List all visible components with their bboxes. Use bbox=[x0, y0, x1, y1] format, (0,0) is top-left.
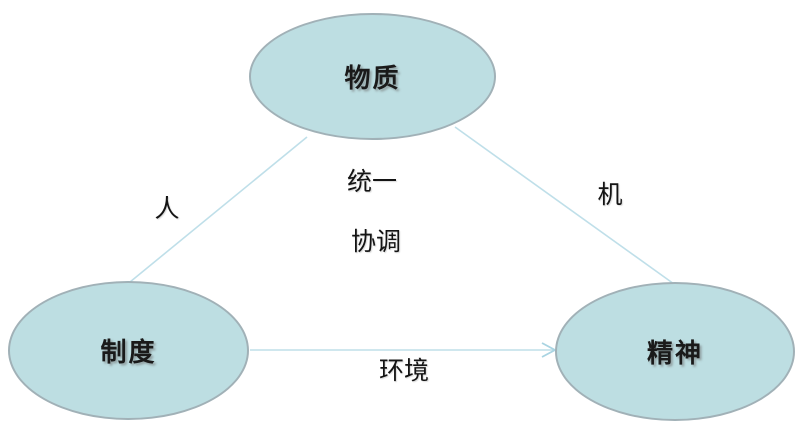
edge-label-machine: 机 bbox=[597, 182, 623, 209]
node-material: 物质 bbox=[249, 13, 496, 140]
center-label-unify: 统一 bbox=[346, 169, 398, 196]
edge-label-person: 人 bbox=[154, 196, 180, 223]
node-spirit: 精神 bbox=[555, 282, 795, 421]
center-label-coordinate: 协调 bbox=[350, 229, 402, 256]
connector-left-line bbox=[129, 136, 308, 283]
node-material-label: 物质 bbox=[344, 64, 401, 93]
node-institution-label: 制度 bbox=[100, 338, 157, 367]
connector-right-line bbox=[454, 126, 675, 285]
edge-label-environment: 环境 bbox=[378, 358, 430, 385]
node-spirit-label: 精神 bbox=[646, 339, 703, 368]
node-institution: 制度 bbox=[8, 281, 249, 420]
